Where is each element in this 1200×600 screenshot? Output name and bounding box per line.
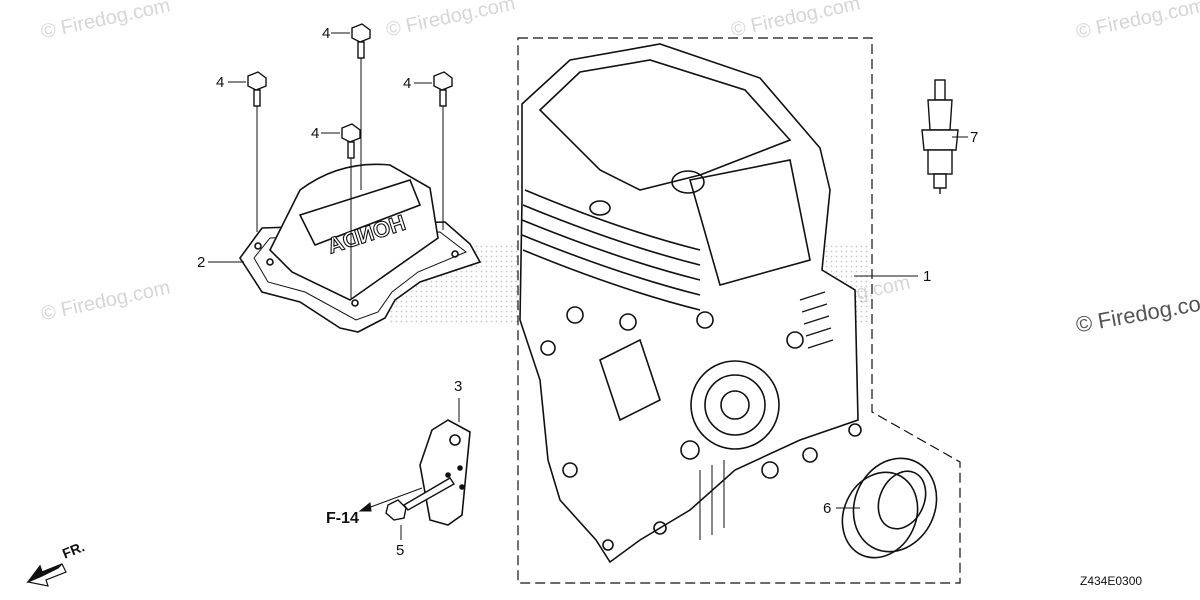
f14-arrow xyxy=(358,487,423,512)
head-cover xyxy=(239,163,482,333)
callout-4b: 4 xyxy=(216,74,225,91)
bolt-4b xyxy=(247,71,267,232)
callout-4d: 4 xyxy=(311,125,320,142)
bolt-4c xyxy=(433,71,453,230)
assembly-frame xyxy=(517,37,961,584)
breather-plate xyxy=(419,419,471,526)
callout-5: 5 xyxy=(396,542,405,559)
fr-arrow xyxy=(26,563,67,587)
callout-6: 6 xyxy=(823,500,832,517)
bolt-5 xyxy=(385,477,456,521)
callout-1: 1 xyxy=(923,268,932,285)
ref-f14-label: F-14 xyxy=(326,510,359,527)
callout-7: 7 xyxy=(970,129,979,146)
bolt-4d xyxy=(341,123,361,300)
callout-2: 2 xyxy=(197,254,206,271)
bolt-4a xyxy=(351,23,371,190)
callout-3: 3 xyxy=(454,378,463,395)
diagram-code: Z434E0300 xyxy=(1080,574,1143,588)
callout-4c: 4 xyxy=(403,75,412,92)
callout-4a: 4 xyxy=(322,25,331,42)
leader-lines xyxy=(208,32,968,540)
spark-plug xyxy=(921,79,959,194)
oil-seal xyxy=(841,457,938,559)
cylinder-block xyxy=(519,43,862,564)
